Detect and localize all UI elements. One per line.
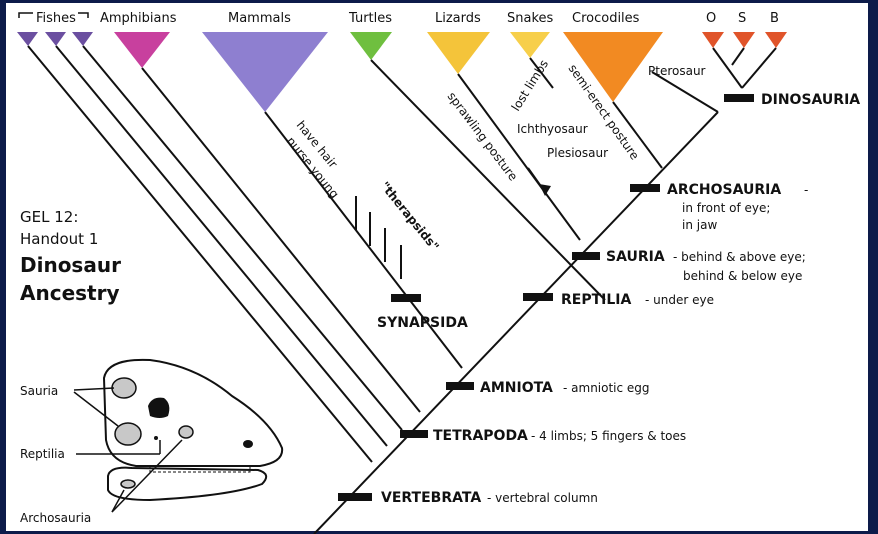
node-sauria: SAURIA (606, 249, 665, 265)
fish-triangle-2 (45, 32, 66, 46)
trait-reptilia: - under eye (645, 293, 714, 307)
handout-title-line1: Dinosaur (20, 253, 121, 277)
skull-diagram: Sauria Reptilia Archosauria (20, 360, 282, 525)
node-tetrapoda: TETRAPODA (433, 428, 528, 444)
node-reptilia: REPTILIA (561, 292, 631, 308)
label-s: S (738, 11, 746, 26)
note-therapsids: "therapsids" (378, 179, 442, 253)
trait-sauria-2: behind & below eye (683, 269, 802, 283)
trait-archosauria-1: - (804, 183, 808, 197)
note-ichthyosaur: Ichthyosaur (517, 122, 588, 136)
handout-number: Handout 1 (20, 230, 98, 248)
note-lost-limbs: lost limbs (509, 57, 551, 113)
label-fishes: Fishes (36, 11, 76, 26)
trait-archosauria-2: in front of eye; (682, 201, 770, 215)
dino-o-triangle (702, 32, 724, 48)
label-b: B (770, 11, 779, 26)
handout-course: GEL 12: (20, 208, 78, 226)
label-lizards: Lizards (435, 11, 481, 26)
fish-triangle-3 (72, 32, 93, 46)
node-amniota: AMNIOTA (480, 380, 553, 396)
node-synapsida: SYNAPSIDA (377, 315, 468, 331)
label-turtles: Turtles (348, 11, 392, 26)
dino-b-triangle (765, 32, 787, 48)
mammal-triangle (202, 32, 328, 112)
label-amphibians: Amphibians (100, 11, 177, 26)
label-o: O (706, 11, 716, 26)
nostril (243, 440, 253, 448)
lizard-triangle (427, 32, 490, 74)
dino-s-triangle (733, 32, 755, 48)
note-sprawling-posture: sprawling posture (445, 89, 521, 183)
label-mammals: Mammals (228, 11, 291, 26)
node-vertebrata: VERTEBRATA (381, 490, 481, 506)
mandibular-fenestra (121, 480, 135, 488)
skull-outline (104, 360, 282, 466)
lower-temporal-fenestra (115, 423, 141, 445)
node-dinosauria: DINOSAURIA (761, 92, 860, 108)
label-crocodiles: Crocodiles (572, 11, 640, 26)
skull-label-sauria: Sauria (20, 384, 58, 398)
snake-triangle (510, 32, 550, 58)
fish-triangle-1 (17, 32, 38, 46)
handout-title-line2: Ancestry (20, 281, 120, 305)
skull-label-archosauria: Archosauria (20, 511, 91, 525)
marine-reptile-arrowhead (539, 184, 551, 196)
upper-temporal-fenestra (112, 378, 136, 398)
antorbital-fenestra (179, 426, 193, 438)
branch-lines (28, 46, 776, 534)
skull-label-reptilia: Reptilia (20, 447, 65, 461)
trait-sauria-1: - behind & above eye; (673, 250, 806, 264)
node-archosauria: ARCHOSAURIA (667, 182, 781, 198)
label-snakes: Snakes (507, 11, 554, 26)
eye-socket (148, 398, 169, 418)
note-plesiosaur: Plesiosaur (547, 146, 608, 160)
amphibian-triangle (114, 32, 170, 68)
skull-dot (154, 436, 158, 440)
trait-vertebrata: - vertebral column (487, 491, 598, 505)
trait-archosauria-3: in jaw (682, 218, 717, 232)
trait-tetrapoda: - 4 limbs; 5 fingers & toes (531, 429, 686, 443)
turtle-triangle (350, 32, 392, 60)
trait-amniota: - amniotic egg (563, 381, 650, 395)
note-pterosaur: Pterosaur (648, 64, 706, 78)
